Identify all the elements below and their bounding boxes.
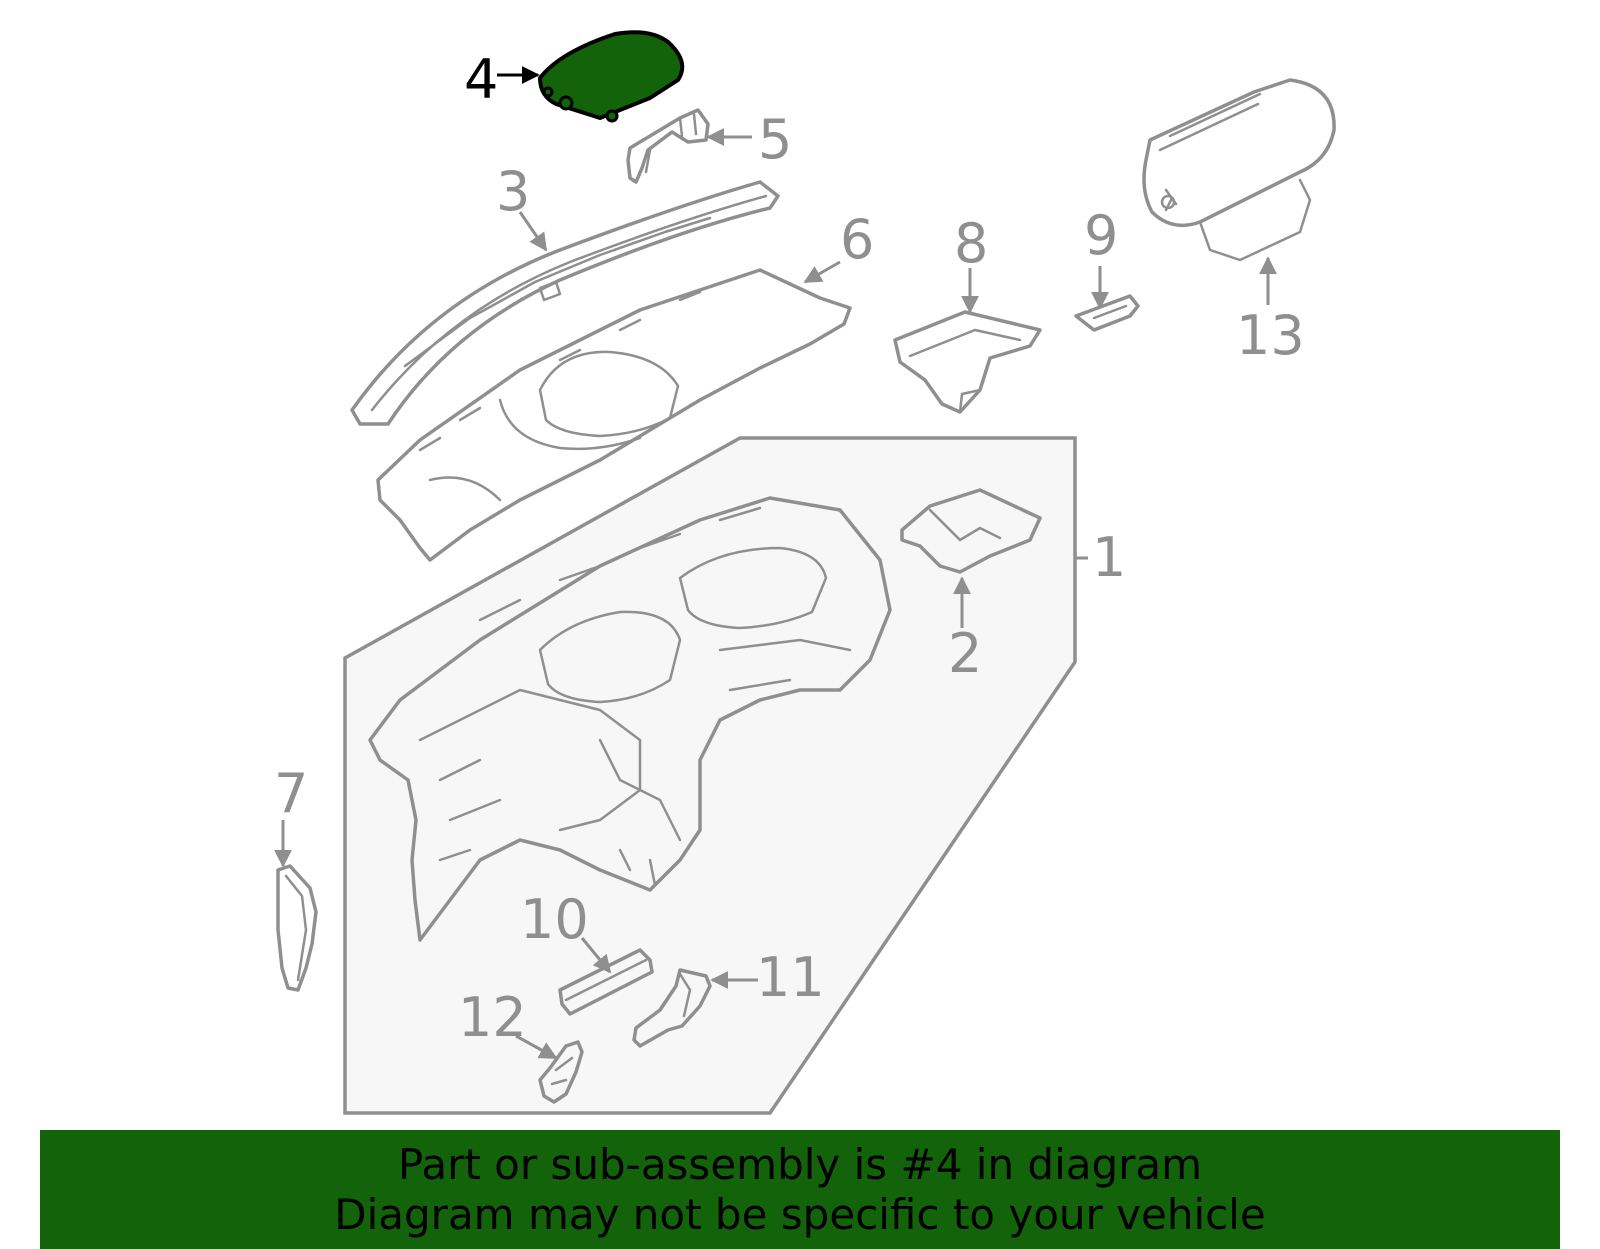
part-13-airbag[interactable] (1142, 78, 1336, 262)
callout-2: 2 (948, 622, 982, 685)
part-6-instrument-panel[interactable] (376, 268, 852, 562)
callout-10: 10 (520, 888, 589, 951)
part-12-clip[interactable] (538, 1040, 584, 1104)
callout-6: 6 (840, 208, 874, 271)
leader-10 (580, 937, 612, 974)
part-11-bracket[interactable] (632, 968, 712, 1048)
banner-line-1: Part or sub-assembly is #4 in diagram (397, 1139, 1203, 1189)
leader-3 (518, 211, 548, 252)
leader-12 (515, 1034, 558, 1060)
part-3-defroster-panel[interactable] (350, 180, 780, 426)
callout-11: 11 (756, 946, 825, 1009)
part-8-bracket[interactable] (893, 310, 1042, 414)
info-banner: Part or sub-assembly is #4 in diagram Di… (40, 1130, 1560, 1249)
part-2-bracket[interactable] (900, 488, 1042, 574)
callout-8: 8 (954, 212, 988, 275)
part-9-clip[interactable] (1074, 294, 1140, 332)
callout-3: 3 (496, 160, 530, 223)
leader-6 (803, 260, 841, 284)
callout-12: 12 (458, 986, 527, 1049)
callout-7: 7 (274, 762, 308, 825)
callout-5: 5 (758, 108, 792, 171)
callout-4: 4 (464, 48, 498, 111)
callout-9: 9 (1084, 204, 1118, 267)
part-5-bracket[interactable] (626, 108, 710, 184)
banner-line-2: Diagram may not be specific to your vehi… (334, 1189, 1266, 1239)
part-7-side-cover[interactable] (276, 864, 318, 992)
part-10-trim[interactable] (558, 948, 654, 1016)
callout-1: 1 (1092, 526, 1126, 589)
part-1-cross-car-beam[interactable] (368, 496, 892, 942)
parts-diagram: 1 2 3 4 5 6 7 8 9 10 11 12 13 (274, 30, 1336, 1115)
assembly-boundary (343, 436, 1077, 1115)
part-4-cover[interactable] (538, 30, 685, 123)
callout-13: 13 (1236, 304, 1305, 367)
